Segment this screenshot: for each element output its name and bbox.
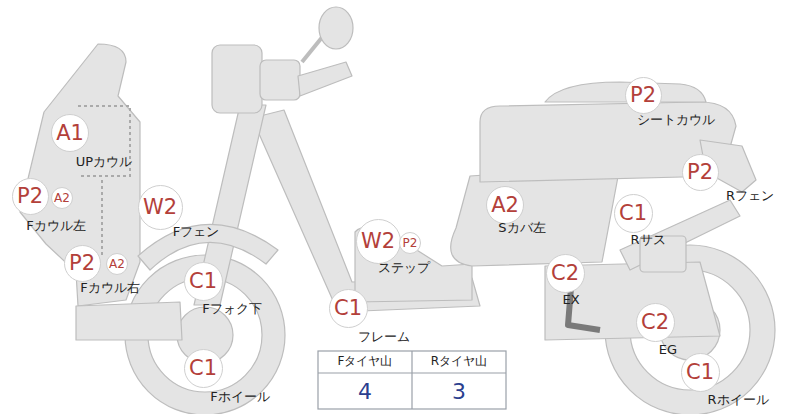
part-label: Sカバ左 xyxy=(498,221,545,235)
callout-code: P2 xyxy=(687,162,713,183)
callout-code: P2 xyxy=(630,85,656,106)
callout-circle: C2 xyxy=(546,254,585,293)
handle-base xyxy=(260,60,300,100)
callout-circle: C1 xyxy=(184,262,223,301)
callout-code: P2 xyxy=(69,253,95,274)
part-label: Fホイール xyxy=(210,390,269,404)
callout-code: A1 xyxy=(56,123,84,144)
callout-code: C1 xyxy=(189,271,217,292)
callout-circle: C1 xyxy=(329,289,368,328)
engine-case xyxy=(545,262,720,340)
callout-code: C2 xyxy=(551,263,579,284)
part-label: EX xyxy=(562,293,579,307)
part-label: EG xyxy=(659,343,677,357)
frame xyxy=(252,110,480,312)
front-cowl xyxy=(20,44,140,306)
callout-circle: C2 xyxy=(636,303,675,342)
callout-circle: A2 xyxy=(51,187,73,209)
callout-circle: P2 xyxy=(64,245,101,282)
cowl-section-line xyxy=(101,180,103,256)
callout-circle: W2 xyxy=(356,219,401,264)
part-label: UPカウル xyxy=(76,155,132,169)
part-label: ステップ xyxy=(378,261,430,275)
part-label: シートカウル xyxy=(637,113,715,127)
part-label: Fフェン xyxy=(173,225,219,239)
callout-circle: P2 xyxy=(399,232,421,254)
callout-code: C2 xyxy=(641,312,669,333)
table-cell: Fタイヤ山 xyxy=(338,355,393,368)
rear-body xyxy=(480,102,736,182)
callout-circle: A2 xyxy=(486,186,524,224)
handlebar xyxy=(298,62,352,96)
table-rule xyxy=(411,351,412,409)
front-lower-cover xyxy=(76,302,182,340)
callout-circle: P2 xyxy=(625,77,662,114)
callout-circle: W2 xyxy=(138,185,183,230)
callout-code: A2 xyxy=(109,258,125,270)
tread-table xyxy=(318,351,506,409)
callout-code: C1 xyxy=(619,203,647,224)
table-cell: 3 xyxy=(452,380,466,404)
part-label: Rサス xyxy=(630,233,665,247)
callout-code: P2 xyxy=(403,237,418,249)
callout-code: C1 xyxy=(189,358,217,379)
callout-circle: P2 xyxy=(12,178,49,215)
callout-circle: C1 xyxy=(184,349,223,388)
callout-code: C1 xyxy=(686,362,714,383)
table-cell: Rタイヤ山 xyxy=(431,355,487,368)
part-label: Fカウル右 xyxy=(80,281,139,295)
callout-code: C1 xyxy=(334,298,362,319)
callout-circle: P2 xyxy=(682,154,719,191)
callout-code: A2 xyxy=(54,192,70,204)
mirror xyxy=(319,7,353,49)
part-label: Fフォク下 xyxy=(202,302,261,316)
callout-code: W2 xyxy=(361,231,395,252)
part-label: Rホイール xyxy=(707,393,768,407)
callout-circle: C1 xyxy=(614,194,653,233)
table-cell: 4 xyxy=(358,380,372,404)
part-label: Rフェン xyxy=(726,189,774,203)
callout-circle: A1 xyxy=(51,114,89,152)
part-label: Fカウル左 xyxy=(26,219,85,233)
callout-code: A2 xyxy=(491,195,519,216)
part-label: フレーム xyxy=(358,330,410,344)
callout-code: W2 xyxy=(143,197,177,218)
headlamp xyxy=(212,45,262,113)
callout-circle: A2 xyxy=(106,253,128,275)
callout-code: P2 xyxy=(17,186,43,207)
callout-circle: C1 xyxy=(681,353,720,392)
